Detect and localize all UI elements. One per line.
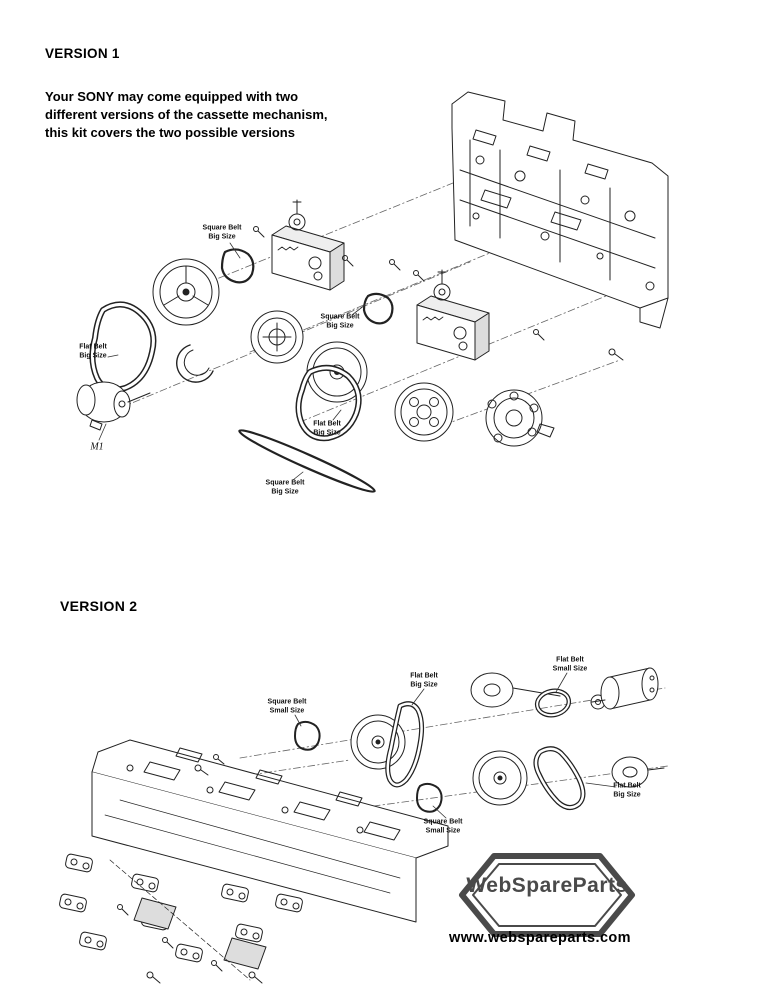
flat-belt-big-a [385, 701, 425, 788]
pulley-d [611, 756, 665, 788]
version1-diagram [76, 91, 669, 493]
front-bracket-assemblies [59, 853, 303, 984]
square-belt-small-2 [416, 782, 443, 813]
logo-text: WebSpareParts [466, 874, 628, 897]
website-url: www.webspareparts.com [449, 930, 631, 946]
square-belt-big-2 [362, 292, 394, 325]
rear-chassis-panel [451, 91, 669, 329]
cam-gear-wheel [485, 389, 555, 447]
flywheel-3 [394, 382, 454, 442]
intro-text: Your SONY may come equipped with two dif… [45, 89, 328, 140]
version2-title: VERSION 2 [60, 598, 138, 614]
mechanism-block-a [271, 199, 345, 291]
pulley-large [152, 258, 220, 326]
motor-m1-label: M1 [90, 441, 104, 453]
square-belt-big-long [238, 429, 376, 493]
pulley-b [470, 672, 561, 708]
version1-title: VERSION 1 [45, 46, 120, 61]
flat-belt-small [534, 688, 572, 718]
flat-belt-big-b [533, 746, 586, 810]
screws [253, 226, 624, 361]
motor-2 [590, 667, 659, 710]
leader-lines-v1 [98, 242, 366, 481]
webspareparts-logo-hexagon [459, 853, 635, 937]
mechanism-block-b [416, 269, 490, 361]
square-belt-big-1 [220, 248, 255, 284]
flat-belt-big-2 [295, 364, 362, 442]
flat-belt-big-1 [89, 301, 157, 393]
square-belt-small-1 [294, 720, 321, 751]
pulley-cross-hub [250, 310, 304, 364]
motor-m1 [76, 381, 151, 431]
flywheel-c [472, 750, 528, 806]
chassis-plate [91, 739, 449, 923]
c-bracket [176, 344, 214, 383]
leader-lines-v2 [294, 672, 617, 819]
screws-2 [194, 754, 225, 776]
version2-diagram [59, 667, 669, 984]
